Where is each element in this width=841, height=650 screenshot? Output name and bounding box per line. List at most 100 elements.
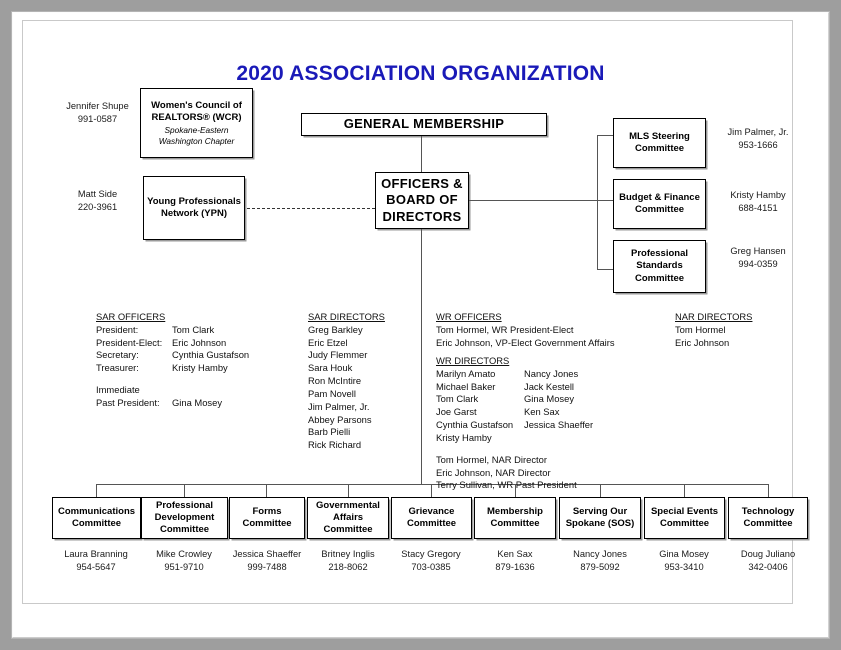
node-general-membership[interactable]: GENERAL MEMBERSHIP (301, 113, 547, 136)
wr-director-name: Michael Baker (436, 380, 496, 392)
communications-contact-name: Laura Branning (64, 549, 128, 559)
technology-committee-name: Technology Committee (741, 505, 795, 529)
wr-director-name: Marilyn Amato (436, 367, 496, 379)
node-special-events-committee[interactable]: Special Events Committee (644, 497, 725, 539)
wr-officers-heading: WR OFFICERS (436, 311, 502, 322)
budget-finance-committee-name: Budget & Finance Committee (619, 191, 700, 215)
professional-development-committee-name: Professional Development Committee (154, 499, 215, 536)
past-president-person: Gina Mosey (172, 396, 223, 408)
wcr-contact-name: Jennifer Shupe (66, 101, 129, 111)
node-technology-committee[interactable]: Technology Committee (728, 497, 808, 539)
connector-officers-right (469, 200, 599, 202)
membership-contact-name: Ken Sax (497, 549, 533, 559)
immediate-label: Immediate (96, 384, 140, 396)
sar-officer-person: Kristy Hamby (172, 362, 228, 374)
sar-officer-role: President: (96, 323, 139, 335)
wr-directors-block: WR DIRECTORS Marilyn Amato Michael Baker… (436, 355, 593, 492)
stub-governmental-affairs (348, 484, 350, 498)
special-events-committee-name: Special Events Committee (650, 505, 719, 529)
stub-technology (768, 484, 770, 498)
communications-committee-name: Communications Committee (57, 505, 136, 529)
wr-directors-col-1: Marilyn Amato Michael Baker Tom Clark Jo… (436, 368, 524, 445)
sar-director-name: Jim Palmer, Jr. (308, 400, 370, 412)
node-membership-committee[interactable]: Membership Committee (474, 497, 556, 539)
stub-communications (96, 484, 98, 498)
nar-director-name: Tom Hormel (675, 323, 726, 335)
forms-contact-phone: 999-7488 (247, 561, 287, 572)
sos-contact-name: Nancy Jones (573, 549, 627, 559)
professional-standards-committee-name: Professional Standards Committee (630, 248, 689, 284)
sar-officer-row: President-Elect:Eric Johnson (96, 337, 249, 350)
grievance-contact-name: Stacy Gregory (401, 549, 461, 559)
nar-directors-block: NAR DIRECTORS Tom Hormel Eric Johnson (675, 311, 752, 349)
node-mls-steering-committee[interactable]: MLS Steering Committee (613, 118, 706, 168)
wr-director-name: Joe Garst (436, 406, 477, 418)
general-membership-label: GENERAL MEMBERSHIP (343, 116, 505, 132)
spacer (96, 375, 249, 384)
sar-director-name: Greg Barkley (308, 323, 363, 335)
node-grievance-committee[interactable]: Grievance Committee (391, 497, 472, 539)
governmental-affairs-committee-name: Governmental Affairs Committee (316, 499, 380, 536)
node-wcr[interactable]: Women's Council of REALTORS® (WCR) Spoka… (140, 88, 253, 158)
membership-contact: Ken Sax 879-1636 (465, 548, 565, 573)
stub-grievance (431, 484, 433, 498)
node-officers-board[interactable]: OFFICERS & BOARD OF DIRECTORS (375, 172, 469, 229)
wr-footer-line: Eric Johnson, NAR Director (436, 466, 551, 478)
past-president-role: Past President: (96, 396, 160, 408)
wr-director-name: Cynthia Gustafson (436, 419, 514, 431)
ypn-contact-phone: 220-3961 (77, 201, 118, 212)
technology-contact-phone: 342-0406 (748, 561, 788, 572)
officers-board-label: OFFICERS & BOARD OF DIRECTORS (381, 176, 463, 224)
wr-directors-columns: Marilyn Amato Michael Baker Tom Clark Jo… (436, 368, 593, 445)
node-professional-development-committee[interactable]: Professional Development Committee (141, 497, 228, 539)
budget-contact-name: Kristy Hamby (730, 190, 786, 200)
wr-footer-line: Terry Sullivan, WR Past President (436, 479, 577, 491)
node-ypn[interactable]: Young Professionals Network (YPN) (143, 176, 245, 240)
special-events-contact-name: Gina Mosey (659, 549, 709, 559)
sar-directors-block: SAR DIRECTORS Greg Barkley Eric Etzel Ju… (308, 311, 385, 452)
mls-contact-name: Jim Palmer, Jr. (727, 127, 789, 137)
wr-footer-line: Tom Hormel, NAR Director (436, 453, 547, 465)
stub-budget (597, 200, 614, 202)
stub-professional-development (184, 484, 186, 498)
budget-contact-phone: 688-4151 (738, 202, 778, 213)
gov-affairs-contact-name: Britney Inglis (321, 549, 375, 559)
stub-sos (600, 484, 602, 498)
membership-contact-phone: 879-1636 (495, 561, 535, 572)
past-president-row: Past President: Gina Mosey (96, 397, 249, 410)
connector-ypn-officers (247, 208, 375, 209)
wr-directors-col-2: Nancy Jones Jack Kestell Gina Mosey Ken … (524, 368, 593, 445)
node-professional-standards-committee[interactable]: Professional Standards Committee (613, 240, 706, 293)
node-forms-committee[interactable]: Forms Committee (229, 497, 305, 539)
sar-director-name: Rick Richard (308, 439, 362, 451)
mls-steering-contact: Jim Palmer, Jr.953-1666 (710, 126, 806, 151)
connector-officers-bottom (421, 229, 423, 484)
sos-committee-name: Serving Our Spokane (SOS) (565, 505, 635, 529)
forms-contact-name: Jessica Shaeffer (232, 549, 302, 559)
sar-director-name: Pam Novell (308, 387, 356, 399)
standards-contact-phone: 994-0359 (738, 258, 778, 269)
ypn-contact: Matt Side 220-3961 (50, 188, 145, 213)
right-committee-bus (597, 135, 599, 270)
ypn-contact-name: Matt Side (77, 189, 118, 199)
wr-director-name: Gina Mosey (524, 393, 575, 405)
node-communications-committee[interactable]: Communications Committee (52, 497, 141, 539)
node-budget-finance-committee[interactable]: Budget & Finance Committee (613, 179, 706, 229)
stub-mls (597, 135, 614, 137)
sar-director-name: Eric Etzel (308, 336, 348, 348)
wr-director-name: Kristy Hamby (436, 431, 492, 443)
node-sos-committee[interactable]: Serving Our Spokane (SOS) (559, 497, 641, 539)
wr-director-name: Nancy Jones (524, 367, 579, 379)
wr-officers-block: WR OFFICERS Tom Hormel, WR President-Ele… (436, 311, 615, 349)
sar-director-name: Barb Pielli (308, 426, 351, 438)
communications-contact-phone: 954-5647 (76, 561, 116, 572)
forms-committee-name: Forms Committee (242, 505, 292, 529)
node-governmental-affairs-committee[interactable]: Governmental Affairs Committee (307, 497, 389, 539)
grievance-contact-phone: 703-0385 (411, 561, 451, 572)
sar-officer-row: Secretary:Cynthia Gustafson (96, 349, 249, 362)
